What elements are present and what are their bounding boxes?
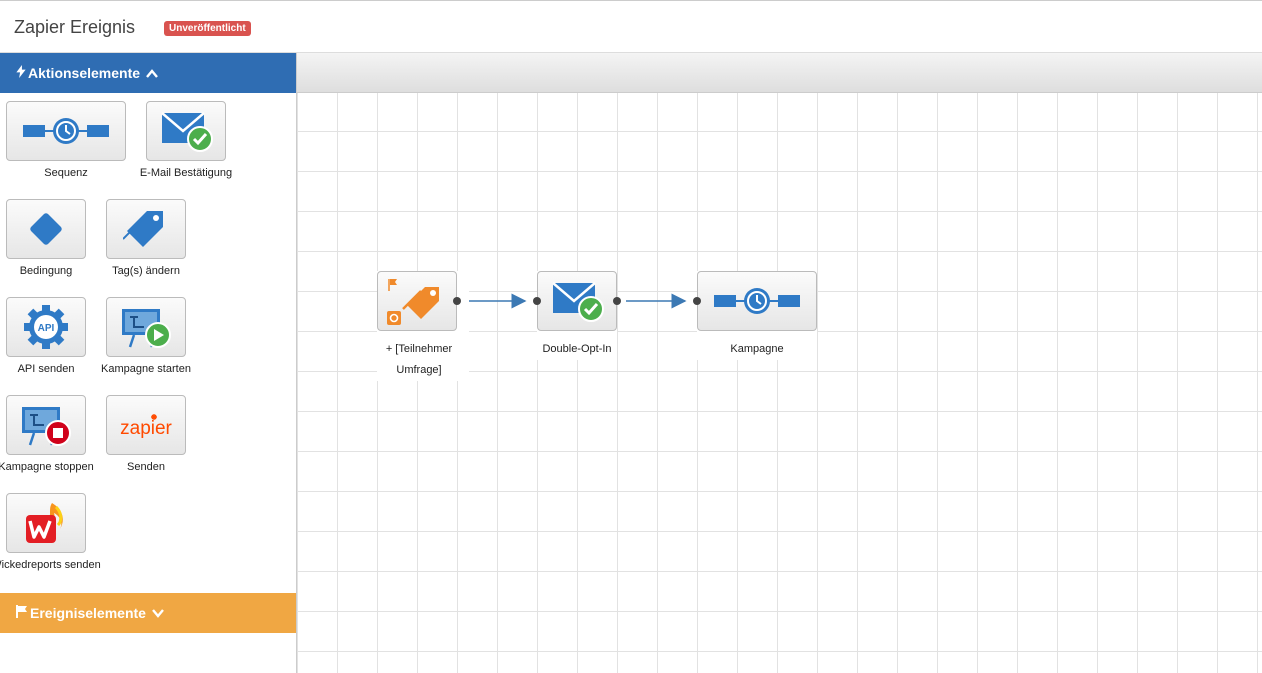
tile-label: API senden xyxy=(17,363,75,375)
tile-label: Kampagne starten xyxy=(101,363,191,375)
svg-text:zapier: zapier xyxy=(120,418,172,439)
tile-label: Wickedreports senden xyxy=(0,559,101,571)
workflow-canvas[interactable]: + [Teilnehmer Umfrage] Double-Opt-In xyxy=(297,93,1262,673)
node-label-line1: + [Teilnehmer xyxy=(385,343,453,355)
condition-button[interactable] xyxy=(6,199,86,259)
flag-icon xyxy=(16,605,28,621)
zapier-send-button[interactable]: zapier xyxy=(106,395,186,455)
api-send-button[interactable]: API xyxy=(6,297,86,357)
email-confirm-icon xyxy=(552,282,604,322)
wickedreports-logo xyxy=(26,503,63,543)
node-box[interactable] xyxy=(693,271,817,331)
tile-label: Kampagne stoppen xyxy=(0,461,94,473)
action-elements-label: Aktionselemente xyxy=(28,65,141,81)
diamond-condition-icon xyxy=(30,213,62,245)
bolt-icon xyxy=(16,65,26,81)
campaign-stop-button[interactable] xyxy=(6,395,86,455)
tile-label: Bedingung xyxy=(19,265,73,277)
node-box[interactable] xyxy=(377,271,461,331)
node-box[interactable] xyxy=(533,271,621,331)
output-port[interactable] xyxy=(613,297,621,305)
wickedreports-send-button[interactable] xyxy=(6,493,86,553)
event-elements-header[interactable]: Ereigniselemente xyxy=(0,593,296,633)
zapier-logo: zapier xyxy=(120,414,173,439)
chevron-down-icon xyxy=(152,607,164,621)
change-tags-button[interactable] xyxy=(106,199,186,259)
tile-label: E-Mail Bestätigung xyxy=(139,167,233,179)
connector-layer xyxy=(466,293,687,309)
tag-trigger-icon xyxy=(387,279,439,325)
tile-label: Tag(s) ändern xyxy=(112,265,180,277)
top-bar: Zapier Ereignis Unveröffentlicht xyxy=(0,0,1262,53)
event-elements-label: Ereigniselemente xyxy=(30,605,146,621)
tag-icon xyxy=(123,211,163,247)
input-port[interactable] xyxy=(693,297,701,305)
campaign-start-icon xyxy=(122,309,171,348)
tile-change-tags[interactable]: Tag(s) ändern xyxy=(86,199,206,277)
workflow-node-tag-trigger[interactable]: + [Teilnehmer Umfrage] xyxy=(377,271,469,381)
page-title: Zapier Ereignis xyxy=(14,17,136,37)
input-port[interactable] xyxy=(533,297,541,305)
tile-label: Sequenz xyxy=(44,167,88,179)
tile-label: Senden xyxy=(127,461,165,473)
email-confirm-button[interactable] xyxy=(146,101,226,161)
sequence-timer-icon xyxy=(23,118,109,144)
canvas-toolbar xyxy=(297,53,1262,93)
action-elements-header[interactable]: Aktionselemente xyxy=(0,53,296,93)
node-label: Kampagne xyxy=(730,343,784,355)
tile-sequence[interactable]: Sequenz xyxy=(6,101,126,179)
node-label-line2: Umfrage] xyxy=(396,364,442,376)
node-label: Double-Opt-In xyxy=(542,343,612,355)
tile-wickedreports-send[interactable]: Wickedreports senden xyxy=(0,493,106,571)
email-confirm-icon xyxy=(161,112,213,152)
node-label: + [Teilnehmer Umfrage] xyxy=(373,339,465,381)
campaign-start-button[interactable] xyxy=(106,297,186,357)
output-port[interactable] xyxy=(453,297,461,305)
workflow-node-campaign[interactable]: Kampagne xyxy=(693,271,817,360)
sequence-button[interactable] xyxy=(6,101,126,161)
campaign-stop-icon xyxy=(22,407,71,446)
svg-text:API: API xyxy=(38,323,55,334)
sequence-timer-icon xyxy=(714,288,800,314)
chevron-up-icon xyxy=(146,67,158,81)
tile-campaign-stop[interactable]: Kampagne stoppen xyxy=(0,395,106,473)
tile-campaign-start[interactable]: Kampagne starten xyxy=(86,297,206,375)
tile-zapier-send[interactable]: zapier Senden xyxy=(86,395,206,473)
tile-api-send[interactable]: API API senden xyxy=(0,297,106,375)
status-badge: Unveröffentlicht xyxy=(164,21,251,36)
tile-condition[interactable]: Bedingung xyxy=(0,199,106,277)
sidebar: Aktionselemente Sequenz xyxy=(0,53,297,673)
tile-email-confirm[interactable]: E-Mail Bestätigung xyxy=(126,101,246,179)
api-gear-icon: API xyxy=(24,305,68,349)
workflow-node-double-opt-in[interactable]: Double-Opt-In xyxy=(533,271,621,360)
